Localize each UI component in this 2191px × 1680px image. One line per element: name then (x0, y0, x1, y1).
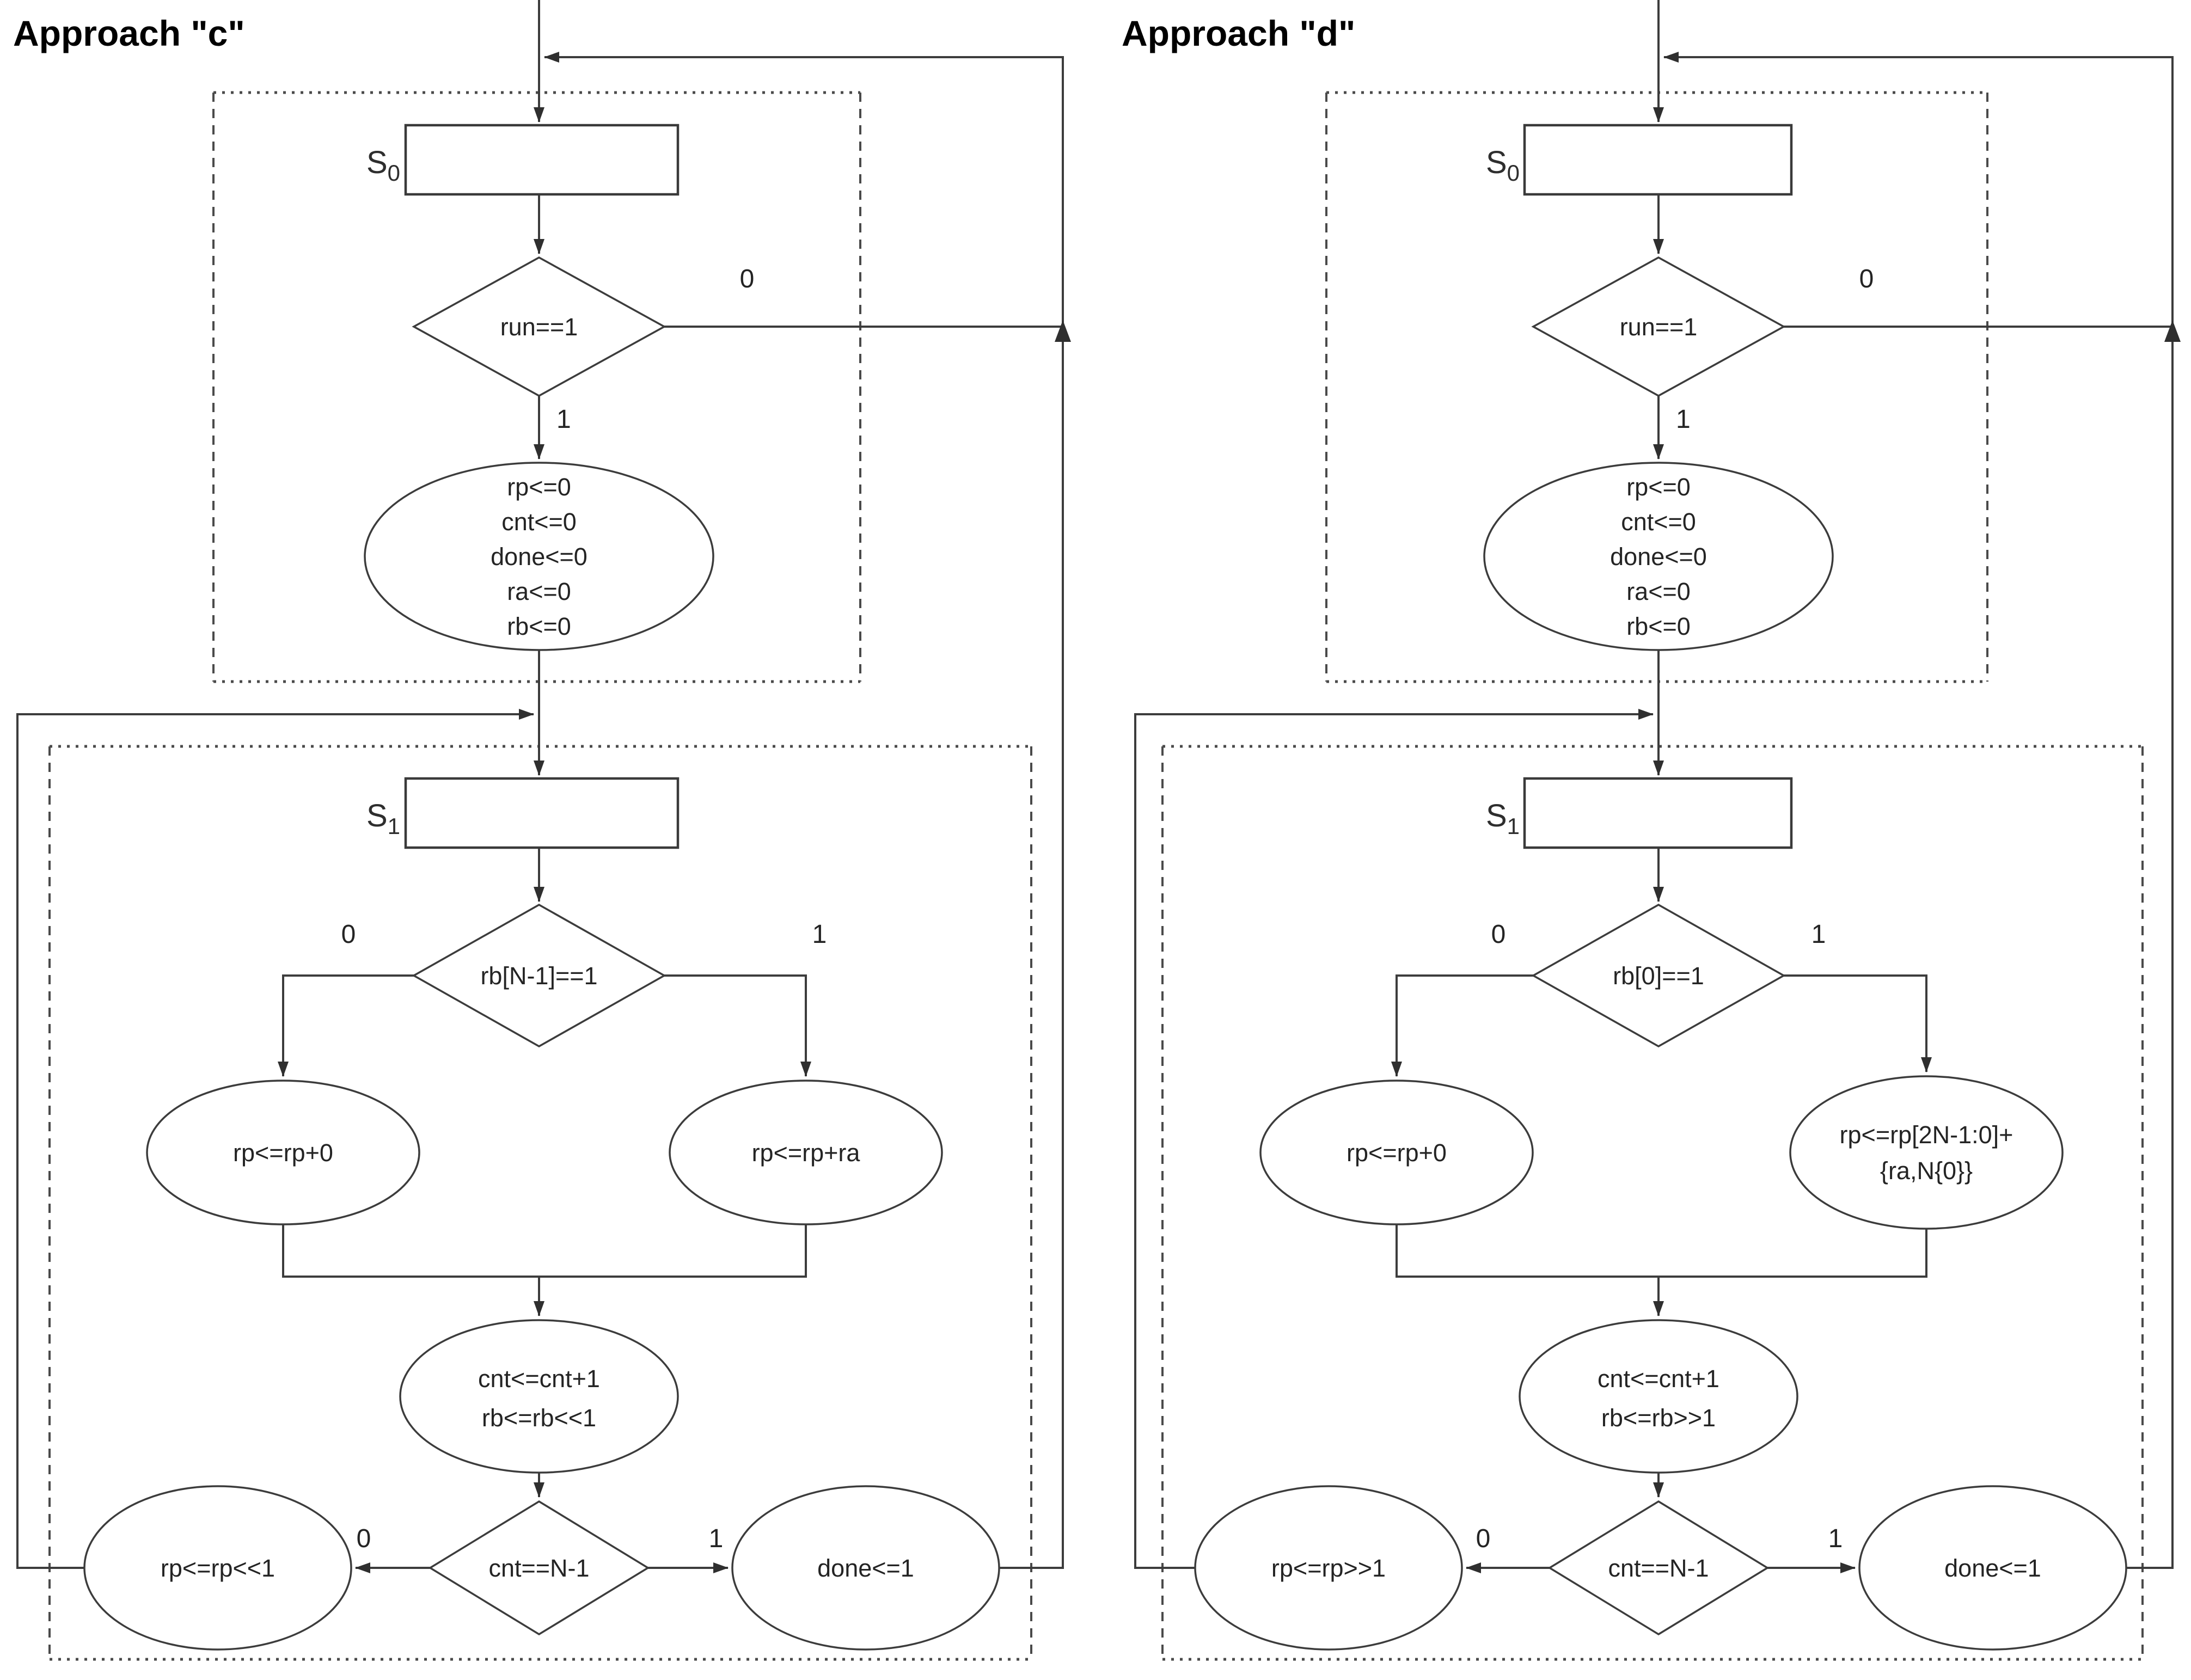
init-line: ra<=0 (507, 578, 571, 605)
no-action-ellipse-c (146, 1080, 420, 1225)
step-line: rb<=rb<<1 (482, 1404, 596, 1432)
bit-condition-text-c: rb[N-1]==1 (480, 962, 597, 990)
bit-condition-text-d: rb[0]==1 (1613, 962, 1704, 990)
init-line: cnt<=0 (1621, 508, 1696, 536)
cnt-condition-diamond-c (428, 1500, 650, 1636)
approach-d-title: Approach "d" (1122, 13, 1355, 53)
bit-no-branch-line-c (278, 974, 414, 1077)
init-line: cnt<=0 (501, 508, 577, 536)
run-no-label-d: 0 (1859, 265, 1874, 293)
step-line: cnt<=cnt+1 (1598, 1365, 1719, 1393)
step-actions-ellipse-c (399, 1319, 679, 1474)
state-label-subscript: 0 (388, 160, 400, 186)
cnt-yes-label-c: 1 (709, 1524, 724, 1553)
cnt-no-label-d: 0 (1476, 1524, 1491, 1553)
bit-no-branch-line-d (1391, 974, 1533, 1077)
loop-action-text-d: rp<=rp>>1 (1271, 1554, 1386, 1582)
state-label-s1-d: S1 (1486, 798, 1520, 839)
step-actions-ellipse-d (1519, 1319, 1798, 1474)
state-label-base: S (366, 798, 388, 833)
cnt-yes-label-d: 1 (1828, 1524, 1843, 1553)
feedback-loop-shift-to-s1-d (1134, 709, 1654, 1569)
done-action-text-d: done<=1 (1944, 1554, 2041, 1582)
state-label-base: S (366, 145, 388, 180)
feedback-loop-shift-to-s1-c (16, 709, 534, 1569)
bit-yes-branch-line-c (664, 974, 811, 1077)
cnt-condition-diamond-d (1547, 1500, 1770, 1636)
no-action-text-c: rp<=rp+0 (233, 1139, 333, 1167)
feedback-loop-done-to-s0-c (544, 52, 1064, 1569)
no-action-ellipse-d (1259, 1080, 1534, 1225)
bit-yes-label-c: 1 (812, 920, 827, 949)
done-action-ellipse-d (1858, 1485, 2127, 1651)
bit-no-label-d: 0 (1491, 920, 1506, 949)
state-label-s0-c: S0 (366, 145, 400, 186)
bit-no-label-c: 0 (341, 920, 356, 949)
merge-up-arrowhead-icon (2164, 320, 2181, 342)
state-label-subscript: 0 (1507, 160, 1520, 186)
init-line: ra<=0 (1626, 578, 1691, 605)
run-no-label-c: 0 (740, 265, 755, 293)
cnt-condition-text-c: cnt==N-1 (488, 1554, 589, 1582)
init-actions-ellipse-d (1483, 462, 1834, 651)
loop-action-ellipse-d (1194, 1485, 1463, 1651)
loop-action-ellipse-c (83, 1485, 352, 1651)
run-yes-label-c: 1 (556, 405, 571, 434)
yes-action-text-c: rp<=rp+ra (752, 1139, 861, 1167)
init-actions-ellipse-c (364, 462, 714, 651)
state-label-subscript: 1 (388, 813, 400, 839)
bit-condition-diamond-c (412, 903, 666, 1048)
done-action-text-c: done<=1 (817, 1554, 914, 1582)
loop-action-text-c: rp<=rp<<1 (161, 1554, 275, 1582)
init-line: done<=0 (1610, 543, 1707, 571)
merge-bar-d (1396, 1224, 1927, 1278)
state-label-base: S (1486, 798, 1507, 833)
yes-action-line: rp<=rp[2N-1:0]+ (1840, 1121, 2013, 1149)
bit-yes-branch-line-d (1784, 974, 1932, 1072)
state-box-s1-c (404, 777, 680, 849)
init-line: done<=0 (491, 543, 587, 571)
state-label-subscript: 1 (1507, 813, 1520, 839)
yes-action-ellipse-c (669, 1080, 943, 1225)
no-action-text-d: rp<=rp+0 (1347, 1139, 1447, 1167)
state-box-s1-d (1523, 777, 1793, 849)
s0-dashed-region-c (212, 91, 861, 683)
run-condition-text-d: run==1 (1620, 313, 1698, 341)
run-condition-diamond-c (412, 256, 666, 397)
state-box-s0-d (1523, 124, 1793, 196)
bit-yes-label-d: 1 (1811, 920, 1826, 949)
s1-dashed-region-c (48, 745, 1032, 1661)
approach-c-title: Approach "c" (13, 13, 245, 53)
cnt-no-label-c: 0 (357, 1524, 371, 1553)
cnt-condition-text-d: cnt==N-1 (1608, 1554, 1709, 1582)
step-line: cnt<=cnt+1 (478, 1365, 600, 1393)
merge-up-arrowhead-icon (1055, 320, 1071, 342)
yes-action-ellipse-d (1789, 1075, 2064, 1230)
merge-bar-c (282, 1224, 807, 1278)
yes-action-line: {ra,N{0}} (1880, 1157, 1973, 1185)
bit-condition-diamond-d (1531, 903, 1786, 1048)
state-label-base: S (1486, 145, 1507, 180)
s0-dashed-region-d (1325, 91, 1988, 683)
state-label-s0-d: S0 (1486, 145, 1520, 186)
init-line: rb<=0 (1626, 612, 1691, 640)
flowchart-approach-d: Approach "d" S0 run==1 (1122, 0, 2181, 1661)
run-condition-text-c: run==1 (500, 313, 578, 341)
run-condition-diamond-d (1531, 256, 1786, 397)
init-line: rp<=0 (507, 473, 571, 501)
flowchart-approach-c: Approach "c" (13, 0, 1071, 1661)
run-yes-label-d: 1 (1676, 405, 1691, 434)
step-line: rb<=rb>>1 (1601, 1404, 1716, 1432)
feedback-loop-done-to-s0-d (1663, 52, 2174, 1569)
init-line: rb<=0 (507, 612, 571, 640)
state-box-s0-c (404, 124, 680, 196)
state-label-s1-c: S1 (366, 798, 400, 839)
done-action-ellipse-c (731, 1485, 1000, 1651)
s1-dashed-region-d (1161, 745, 2144, 1661)
init-line: rp<=0 (1626, 473, 1691, 501)
